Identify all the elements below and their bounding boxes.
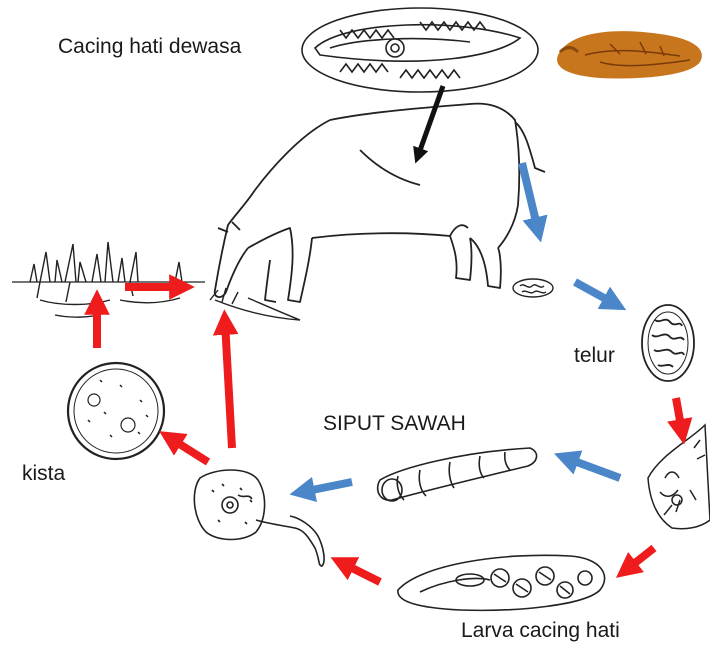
adult-fluke-drawing [302,8,538,92]
label-cyst: kista [22,463,65,484]
arrow-tail-to-feces [522,163,538,230]
arrow-snail-to-cercaria [302,482,352,492]
label-adult-fluke: Cacing hati dewasa [58,36,241,57]
arrow-cercaria-to-cyst [170,438,208,462]
cercaria-drawing [194,470,324,566]
label-larva: Larva cacing hati [461,620,620,641]
arrow-redia-to-cercaria [342,563,380,582]
feces-drawing [513,279,553,297]
arrow-adult-to-cow [418,86,443,156]
cow-drawing [215,104,545,302]
blue-arrows [302,163,620,492]
grass-drawing [12,242,300,320]
cyst-drawing [68,363,164,459]
egg-drawing [642,305,694,381]
arrow-egg-to-miracidium [676,398,682,432]
label-snail: SIPUT SAWAH [323,413,466,434]
arrow-miracidium-to-redia [626,548,654,570]
redia-drawing [398,555,605,610]
arrow-cercaria-to-grass [225,322,232,448]
miracidium-drawing [648,425,710,529]
arrow-feces-to-egg [575,282,615,304]
arrow-miracidium-to-snail [566,458,620,478]
fluke-photo [557,31,702,78]
snail-shell-drawing [378,448,537,501]
label-egg: telur [574,345,615,366]
